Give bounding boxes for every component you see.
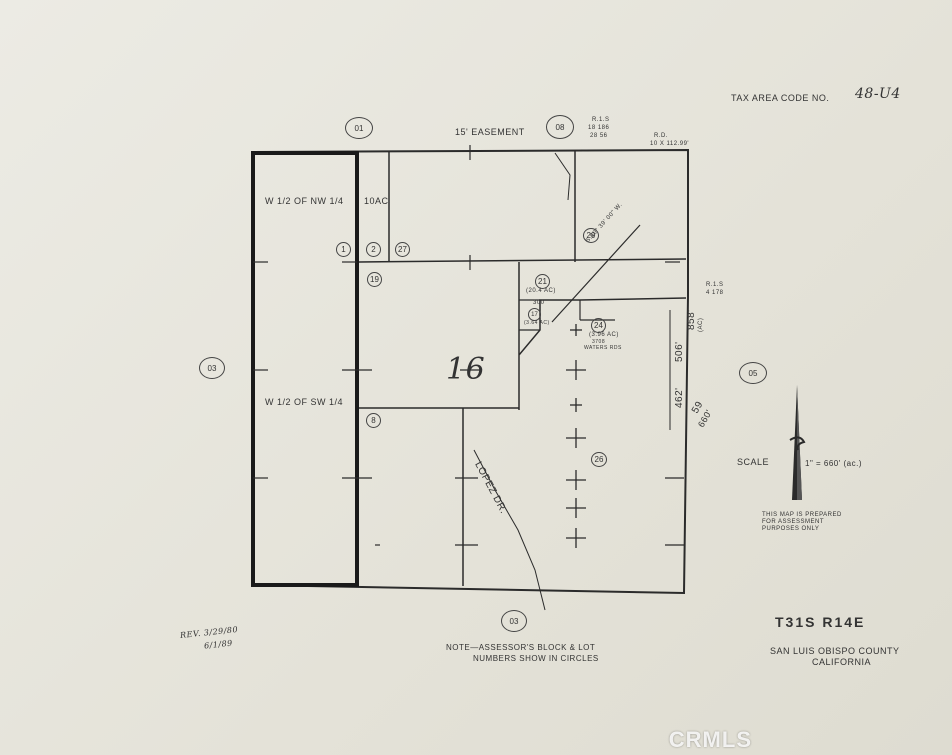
rd-label: R.D. — [654, 133, 668, 139]
north-arrow-icon — [789, 385, 806, 500]
rd-nums: 10 X 112.99' — [650, 141, 690, 147]
scale-value: 1" = 660' (ac.) — [805, 459, 863, 468]
easement-label: 15' EASEMENT — [455, 127, 525, 137]
parcel-w-half-sw: W 1/2 OF SW 1/4 — [265, 397, 344, 407]
west-half-strip — [251, 151, 359, 587]
book-page-number: 16 — [446, 352, 486, 387]
parcel-1: 1 — [336, 242, 351, 257]
adjacent-north-right: 08 — [546, 115, 574, 139]
parcel-8: 8 — [366, 413, 381, 428]
note-line-2: NUMBERS SHOW IN CIRCLES — [473, 654, 599, 663]
tax-area-value: 48-U4 — [855, 86, 901, 102]
adjacent-north-left: 01 — [345, 117, 373, 139]
rs-top-nums2: 28 56 — [590, 133, 608, 139]
water-note: WATERS RDS — [584, 345, 622, 351]
dim-858-sub: (AC) — [698, 317, 704, 332]
dim-462: 462' — [674, 387, 685, 408]
prepared-note-3: PURPOSES ONLY — [762, 526, 820, 532]
parcel-27: 27 — [395, 242, 410, 257]
prepared-note-2: FOR ASSESSMENT — [762, 519, 825, 525]
parcel-17: 17 — [528, 308, 541, 321]
tax-area-label: TAX AREA CODE NO. — [731, 93, 830, 103]
label-300: 300 — [533, 300, 545, 306]
dim-506: 506' — [674, 341, 685, 362]
section-crosses — [566, 324, 586, 548]
parcel-29: 29 — [583, 228, 599, 243]
parcel-19: 19 — [367, 272, 382, 287]
township-range: T31S R14E — [775, 614, 866, 630]
parcel-24-acres: (3.96 AC) — [589, 332, 619, 338]
parcel-24: 24 — [591, 318, 606, 333]
rs-top: R.1.S — [592, 117, 610, 123]
tick-marks — [253, 145, 684, 546]
parcel-w-half-nw: W 1/2 OF NW 1/4 — [265, 196, 344, 206]
rs-right: R.1.S — [706, 282, 724, 288]
prepared-note-1: THIS MAP IS PREPARED — [762, 512, 842, 518]
dim-858: 858' — [686, 309, 697, 330]
rs-top-nums: 18 186 — [588, 125, 610, 131]
parcel-2: 2 — [366, 242, 381, 257]
note-line-1: NOTE—ASSESSOR'S BLOCK & LOT — [446, 643, 596, 652]
parcel-17-acres: (3.64 AC) — [524, 320, 550, 326]
parcel-21-outline — [518, 262, 687, 410]
crmls-watermark: CRMLS — [668, 727, 752, 752]
easement-path — [554, 152, 571, 201]
adjacent-south: 03 — [501, 610, 527, 632]
adjacent-west: 03 — [199, 357, 225, 379]
rs-right-nums: 4 178 — [706, 290, 724, 296]
parcel-ten-acre: 10AC — [364, 196, 389, 206]
label-3708: 3708 — [592, 339, 606, 345]
parcel-26: 26 — [591, 452, 607, 467]
scale-label: SCALE — [737, 457, 770, 467]
adjacent-east: 05 — [739, 362, 767, 384]
road-lopez — [473, 449, 546, 611]
line-b — [358, 258, 687, 263]
parcel-21-acres: (20.4 AC) — [526, 288, 556, 294]
parcel-21: 21 — [535, 274, 550, 289]
county-line-1: SAN LUIS OBISPO COUNTY — [770, 646, 900, 656]
county-line-2: CALIFORNIA — [812, 657, 872, 667]
bearing-line — [551, 224, 641, 323]
